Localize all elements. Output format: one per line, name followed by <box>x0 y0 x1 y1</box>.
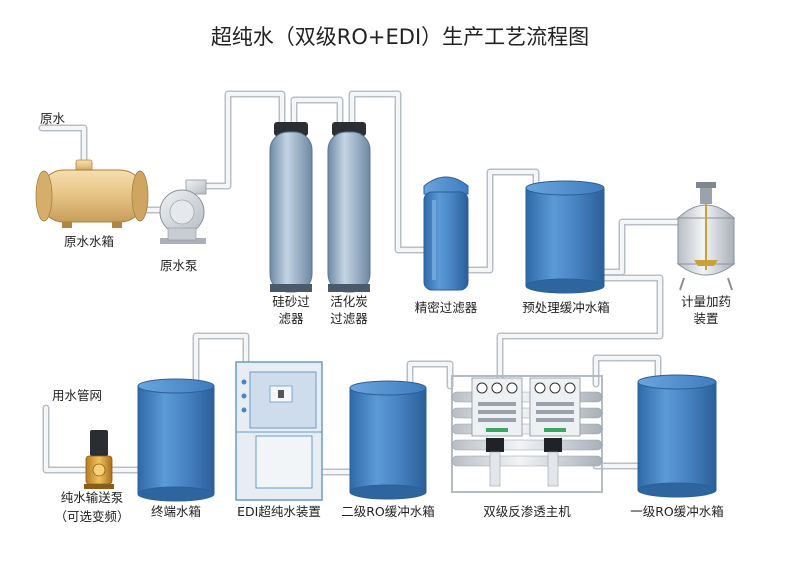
cartridge-filter-icon <box>423 176 469 291</box>
label-ro1-tank: 一级RO缓冲水箱 <box>630 504 724 519</box>
carbon-filter-icon <box>327 122 371 293</box>
pipe-network <box>38 90 688 476</box>
label-edi-device: EDI超纯水装置 <box>237 504 321 519</box>
label-precision-filter: 精密过滤器 <box>415 300 478 315</box>
label-sand-filter-line1: 硅砂过 <box>272 294 310 309</box>
label-use-network: 用水管网 <box>52 388 102 403</box>
ro1-buffer-tank-icon <box>637 374 717 498</box>
label-dosing-line2: 装置 <box>693 311 718 326</box>
page-title: 超纯水（双级RO+EDI）生产工艺流程图 <box>211 25 589 49</box>
label-dosing-line1: 计量加药 <box>681 294 731 309</box>
dosing-reactor-icon <box>676 182 736 291</box>
label-terminal-tank: 终端水箱 <box>151 504 201 519</box>
label-carbon-filter-line2: 过滤器 <box>330 311 368 326</box>
booster-pump-icon <box>84 430 114 489</box>
label-raw-tank: 原水水箱 <box>64 234 114 249</box>
label-raw-water: 原水 <box>40 111 66 126</box>
ro-skid-icon <box>451 375 603 493</box>
ro2-buffer-tank-icon <box>349 380 427 500</box>
edi-module-icon <box>235 361 323 501</box>
label-pre-buffer-tank: 预处理缓冲水箱 <box>522 300 610 315</box>
label-carbon-filter-line1: 活化炭 <box>330 294 368 309</box>
terminal-tank-icon <box>137 378 215 502</box>
label-raw-pump: 原水泵 <box>160 258 198 273</box>
label-ro-main: 双级反渗透主机 <box>483 504 571 519</box>
raw-water-tank-icon <box>35 159 149 228</box>
label-supply-pump-line2: （可选变频） <box>54 509 129 524</box>
sand-filter-icon <box>269 122 313 293</box>
storage-tank-icon <box>525 180 605 294</box>
label-supply-pump-line1: 纯水输送泵 <box>61 490 124 505</box>
centrifugal-pump-icon <box>159 179 207 244</box>
label-ro2-tank: 二级RO缓冲水箱 <box>341 504 435 519</box>
label-sand-filter-line2: 滤器 <box>278 311 304 326</box>
